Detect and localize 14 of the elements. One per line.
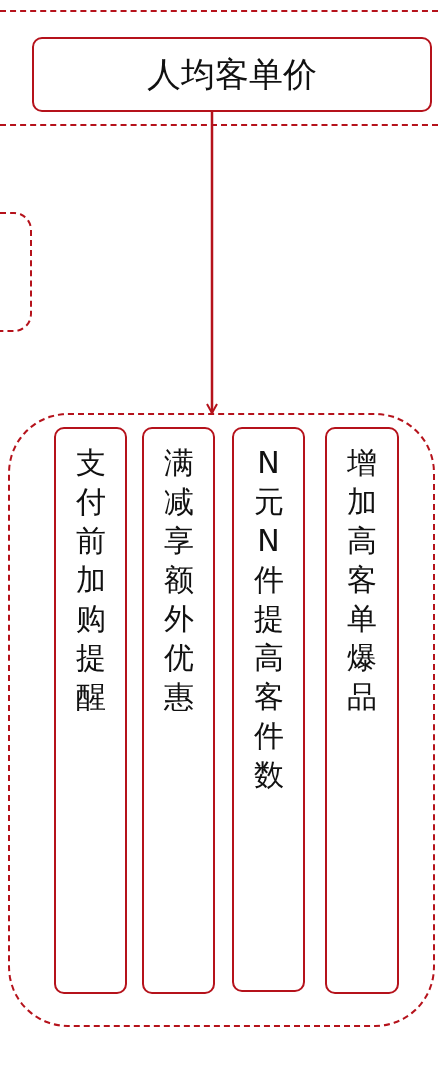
node-label: 人均客单价 — [146, 52, 318, 96]
dashed-container — [8, 413, 435, 1027]
tall-box — [232, 427, 305, 992]
node-label: 满减享额外优惠 — [163, 444, 194, 716]
tall-box — [54, 427, 127, 994]
dashed-box — [0, 212, 32, 332]
node-label: N元N件提高客件数 — [253, 444, 284, 794]
rounded-box — [32, 37, 432, 112]
node-label: 支付前加购提醒 — [75, 444, 106, 716]
tall-box — [325, 427, 399, 994]
arrow — [206, 112, 218, 414]
node-label: 增加高客单爆品 — [347, 444, 377, 716]
tall-box — [142, 427, 215, 994]
dashed-band — [0, 10, 438, 126]
